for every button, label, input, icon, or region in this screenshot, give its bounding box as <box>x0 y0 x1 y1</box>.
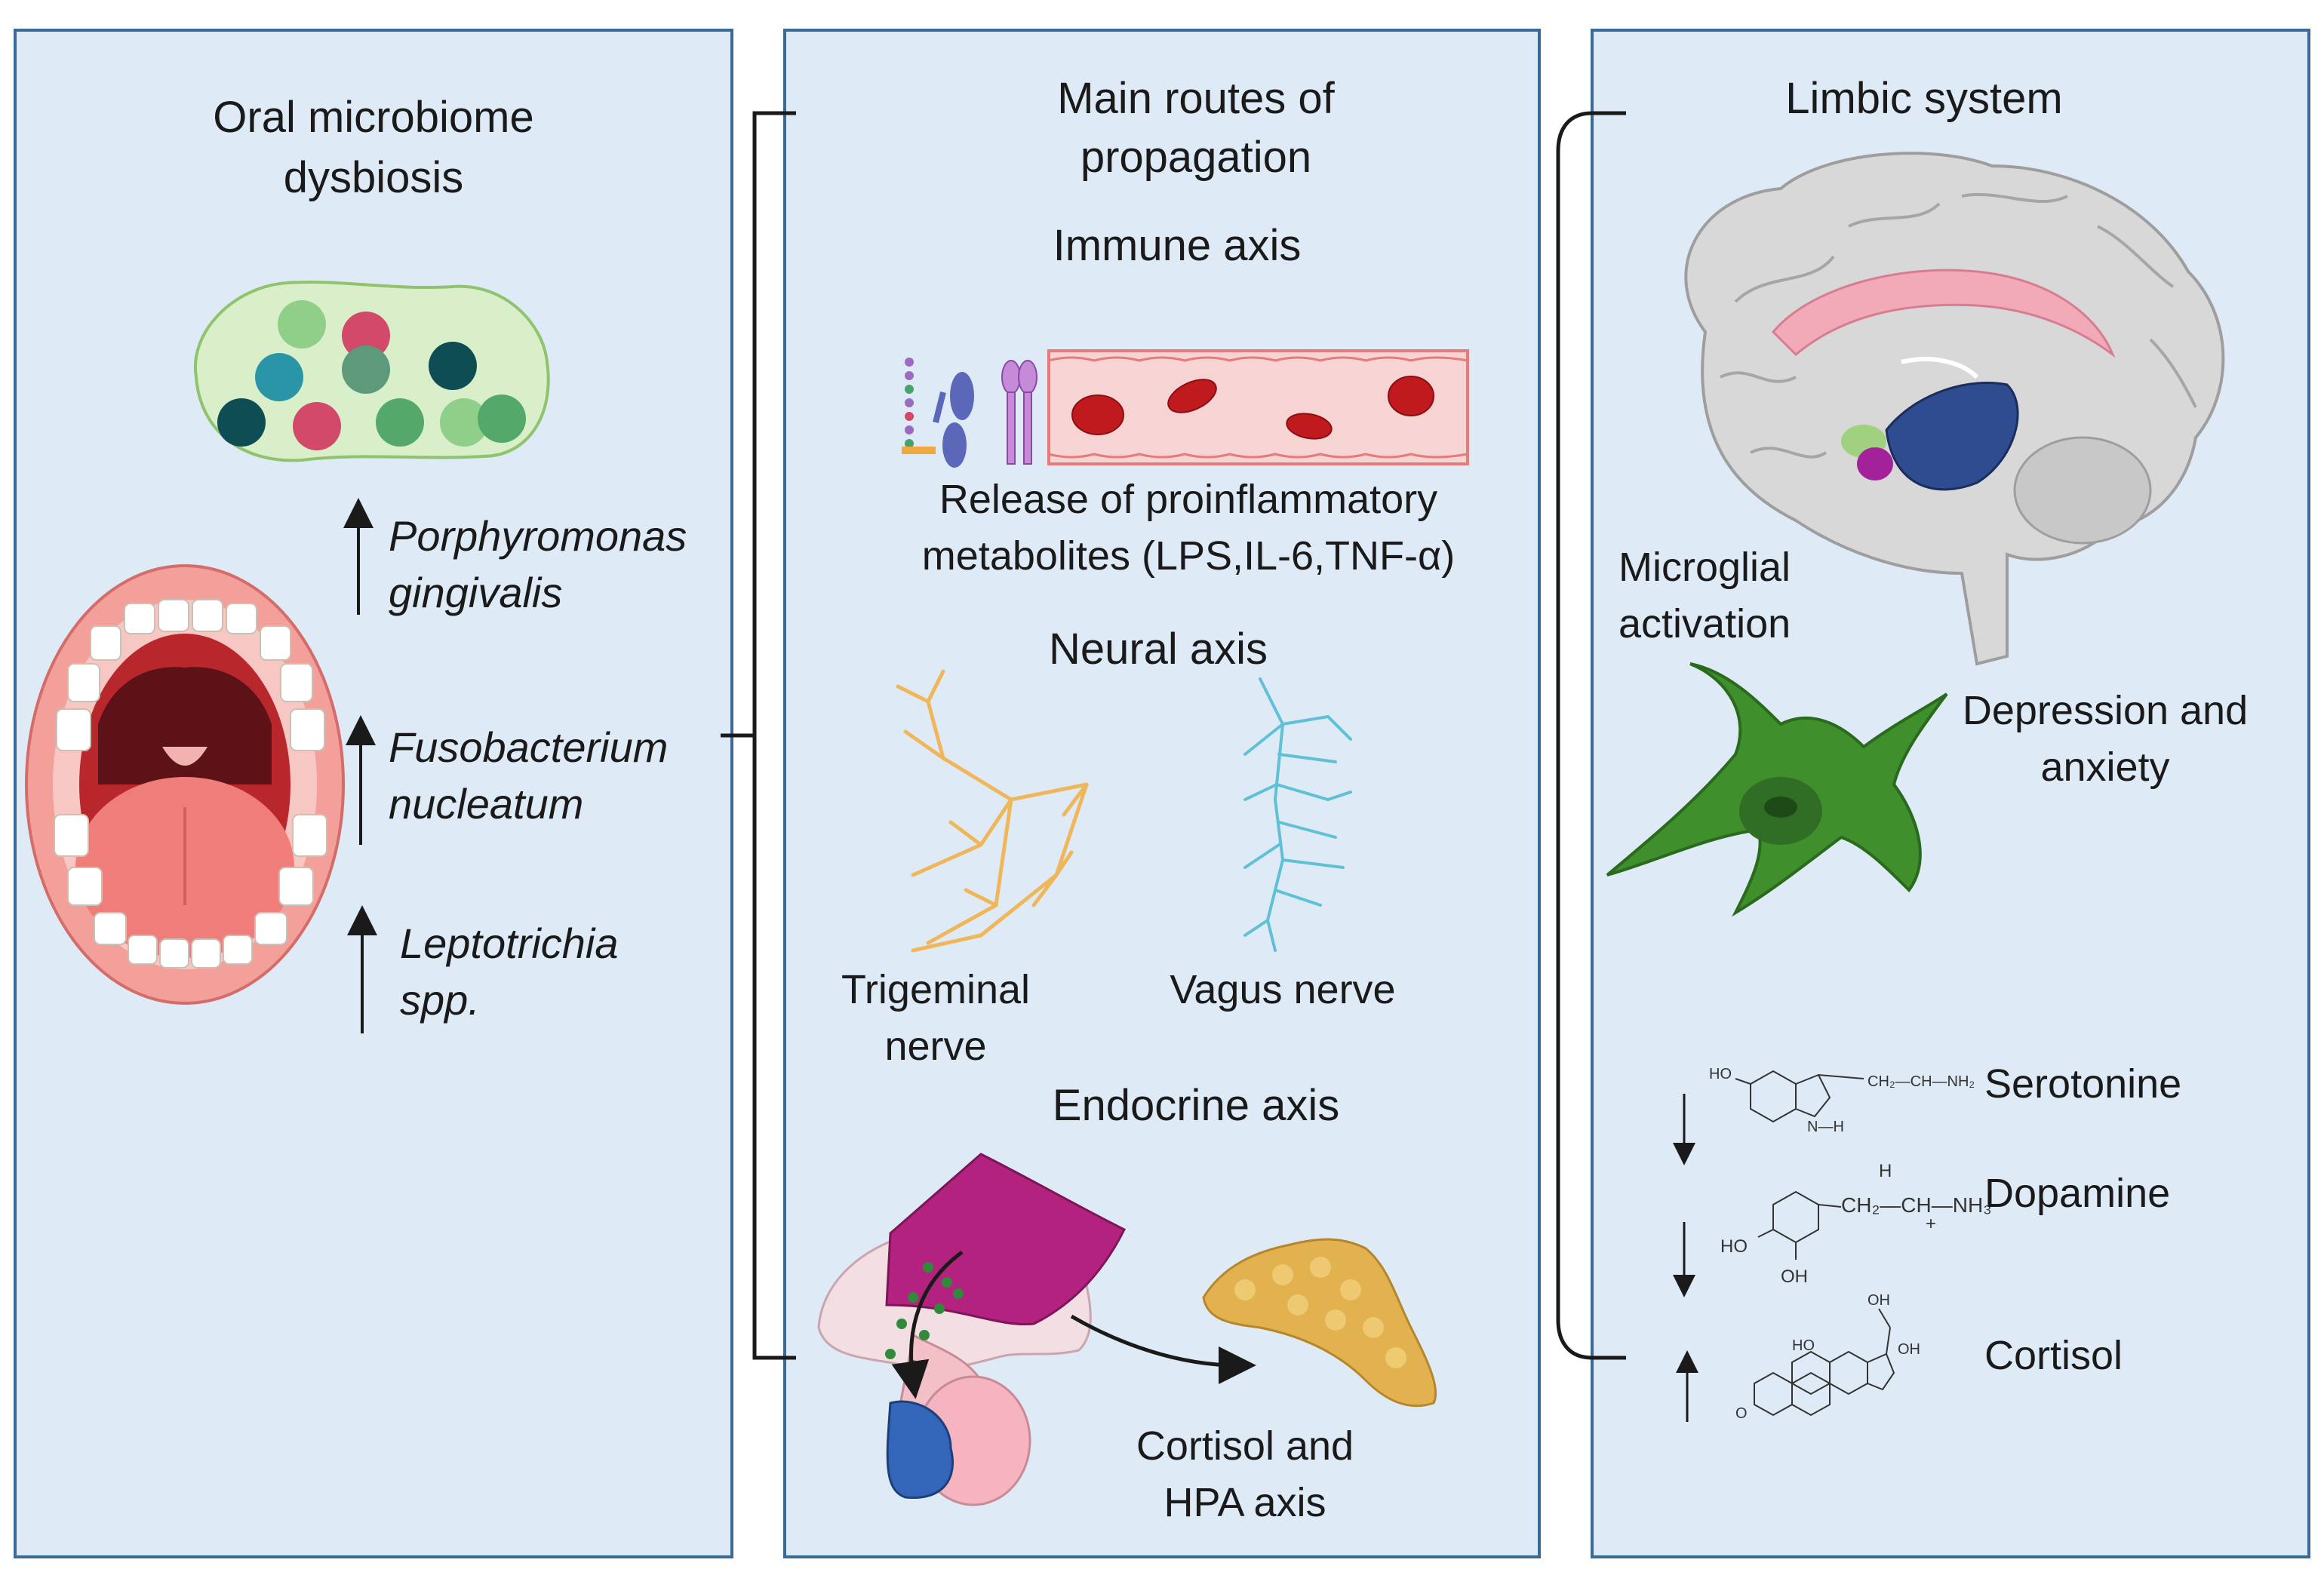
open-mouth-icon <box>25 564 345 1005</box>
brain-icon <box>1684 152 2225 666</box>
cortisol-o: O <box>1735 1405 1748 1422</box>
dopamine-plus: + <box>1926 1214 1936 1234</box>
adrenal-gland-icon <box>1202 1238 1437 1408</box>
trigeminal-label-line2: nerve <box>884 1024 986 1069</box>
left-panel-title-line1: Oral microbiome <box>213 93 533 142</box>
middle-panel-title-line1: Main routes of <box>1057 74 1335 123</box>
vagus-nerve-icon <box>1243 677 1352 952</box>
neurotransmitter-3-label: Cortisol <box>1984 1333 2123 1378</box>
hypothalamus-pituitary-icon <box>817 1153 1256 1506</box>
bacterium-1-line1: Porphyromonas <box>389 512 687 560</box>
cortisol-oh-top: OH <box>1868 1292 1890 1309</box>
cortisol-oh-side: OH <box>1898 1341 1920 1358</box>
microglia-label-line2: activation <box>1618 601 1791 646</box>
trigeminal-nerve-icon <box>896 669 1089 953</box>
dopamine-oh: OH <box>1781 1267 1808 1287</box>
trigeminal-label-line1: Trigeminal <box>841 967 1030 1012</box>
left-bracket-connector <box>721 111 796 1360</box>
bacterium-2-line2: nucleatum <box>389 780 583 827</box>
outcome-label-line2: anxiety <box>2040 745 2169 790</box>
microbiome-cluster-icon <box>193 280 550 462</box>
outcome-label-line1: Depression and <box>1963 688 2248 733</box>
vagus-label: Vagus nerve <box>1170 967 1395 1012</box>
serotonin-ho: HO <box>1709 1066 1732 1082</box>
right-panel-title: Limbic system <box>1785 74 2062 123</box>
cytokine-molecules-icon <box>902 358 1038 468</box>
left-panel-title-line2: dysbiosis <box>284 153 464 202</box>
serotonin-nh: N—H <box>1807 1119 1844 1135</box>
cortisol-ho: HO <box>1792 1337 1815 1354</box>
bacterium-3-line1: Leptotrichia <box>400 920 619 967</box>
cortisol-structure-icon <box>1754 1308 1895 1417</box>
bacterium-2-line1: Fusobacterium <box>389 723 668 771</box>
endocrine-caption-line2: HPA axis <box>1164 1480 1326 1525</box>
middle-panel-title-line2: propagation <box>1081 133 1311 182</box>
dopamine-structure-icon <box>1757 1190 1842 1260</box>
neural-axis-title: Neural axis <box>1049 625 1268 674</box>
endocrine-caption-line1: Cortisol and <box>1136 1423 1354 1469</box>
neurotransmitter-2-label: Dopamine <box>1984 1171 2170 1216</box>
immune-caption-line2: metabolites (LPS,IL-6,TNF-α) <box>922 533 1455 579</box>
serotonin-structure-icon <box>1735 1070 1864 1123</box>
endocrine-axis-title: Endocrine axis <box>1053 1081 1339 1130</box>
immune-caption-line1: Release of proinflammatory <box>939 477 1437 522</box>
bacterium-3-line2: spp. <box>400 976 480 1024</box>
neurotransmitter-1-label: Serotonine <box>1984 1061 2181 1107</box>
serotonin-chain: CH₂—CH—NH₂ <box>1868 1073 1975 1090</box>
dopamine-ho: HO <box>1720 1236 1748 1257</box>
dopamine-h: H <box>1879 1161 1892 1181</box>
microglia-label-line1: Microglial <box>1618 545 1791 590</box>
right-bracket-connector <box>1556 111 1626 1360</box>
bacterium-1-line2: gingivalis <box>389 569 562 616</box>
blood-vessel-icon <box>1047 349 1469 465</box>
immune-axis-title: Immune axis <box>1053 221 1302 270</box>
microglia-cell-icon <box>1606 662 1948 917</box>
dopamine-chain: CH₂—CH—NH₃ <box>1841 1193 1992 1217</box>
